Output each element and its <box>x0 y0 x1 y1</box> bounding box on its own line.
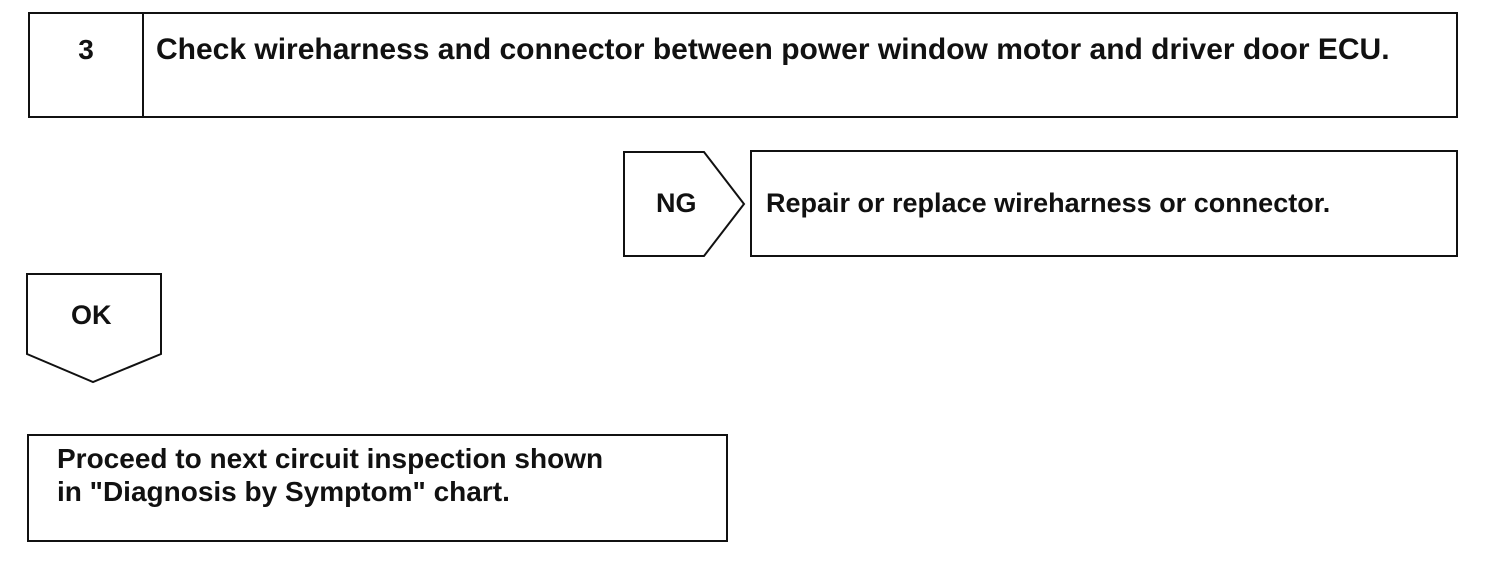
next-step-line-1: Proceed to next circuit inspection shown <box>57 443 604 474</box>
next-step-box: Proceed to next circuit inspection shown… <box>27 434 728 542</box>
ng-arrow-shape <box>623 151 746 257</box>
ok-label: OK <box>71 300 112 330</box>
ng-result-box: Repair or replace wireharness or connect… <box>750 150 1458 257</box>
ng-label: NG <box>656 188 697 218</box>
step-number: 3 <box>30 14 144 116</box>
step-title: Check wireharness and connector between … <box>156 33 1390 66</box>
step-box: 3 Check wireharness and connector betwee… <box>28 12 1458 118</box>
ok-arrow-shape <box>26 273 162 384</box>
next-step-line-2: in "Diagnosis by Symptom" chart. <box>57 476 510 507</box>
